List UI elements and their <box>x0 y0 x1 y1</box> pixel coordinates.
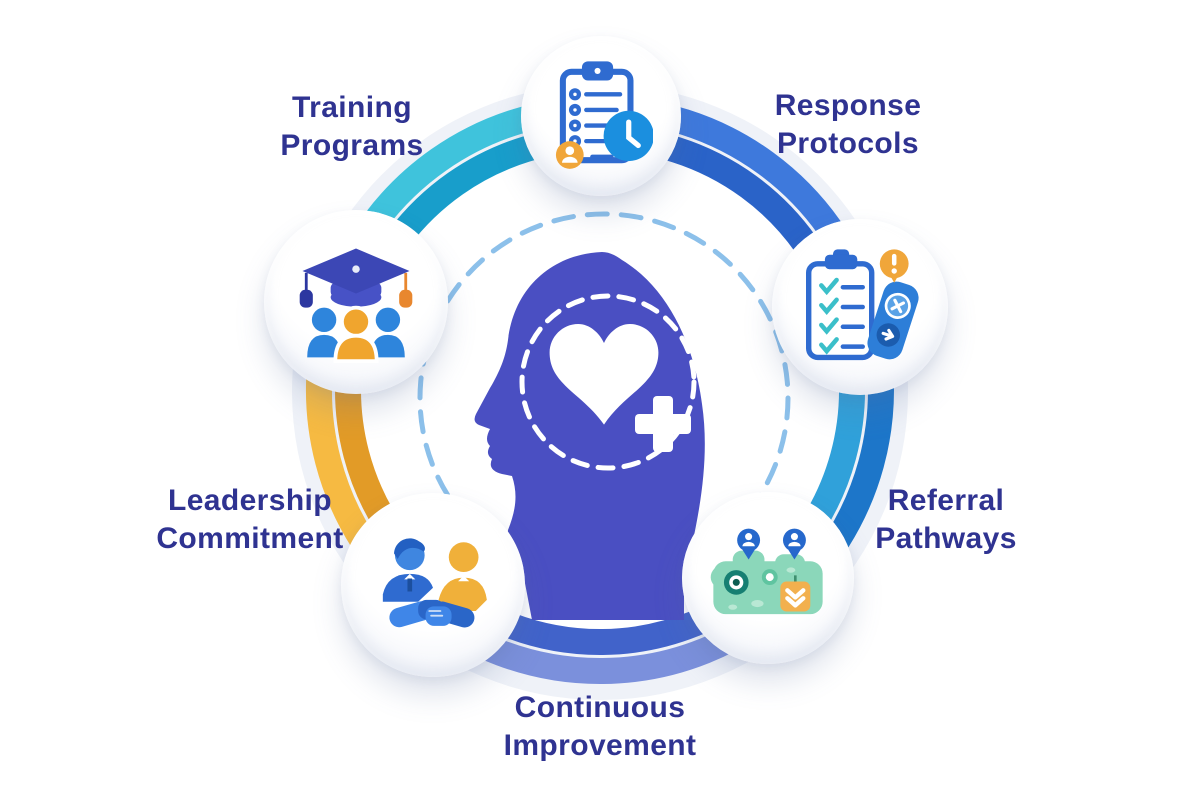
head-heart-cross-icon <box>474 252 705 620</box>
node-bottom-left <box>341 493 525 677</box>
label-line: Protocols <box>777 127 919 160</box>
checkpoint-box-icon <box>780 575 811 612</box>
map-pin-icon <box>782 528 806 560</box>
map-pins-icon <box>710 528 823 615</box>
label-line: Leadership <box>167 484 333 517</box>
phone-icon <box>867 281 919 360</box>
clasped-hands-icon <box>389 599 475 628</box>
alert-badge-icon <box>879 249 909 283</box>
label-line: Continuous <box>514 691 686 724</box>
checklist-alert-icon <box>806 249 919 361</box>
head-dashed-circle <box>519 293 697 471</box>
node-left <box>264 210 448 394</box>
label-line: Commitment <box>156 522 344 555</box>
node-bottom-right <box>682 492 854 664</box>
label-leadership-commitment: Leadership Commitment <box>156 482 343 558</box>
label-training-programs: Training Programs <box>280 89 423 165</box>
label-line: Programs <box>280 129 424 162</box>
handshake-icon <box>382 538 487 628</box>
label-line: Improvement <box>503 729 697 762</box>
heart-icon <box>549 324 659 425</box>
label-referral-pathways: Referral Pathways <box>875 482 1017 558</box>
label-continuous-improvement: Continuous Improvement <box>504 689 697 765</box>
person-right-icon <box>438 542 487 611</box>
map-pin-icon <box>737 528 761 560</box>
clipboard-clock-icon <box>555 61 653 169</box>
person-left-icon <box>382 538 433 602</box>
node-right <box>772 219 948 395</box>
label-line: Pathways <box>875 522 1017 555</box>
node-top <box>521 36 681 196</box>
label-line: Training <box>292 91 412 124</box>
graduation-people-icon <box>299 248 413 363</box>
people-group-icon <box>307 305 405 363</box>
label-line: Referral <box>887 484 1005 517</box>
label-response-protocols: Response Protocols <box>775 87 922 163</box>
label-line: Response <box>774 89 922 122</box>
medical-cross-icon <box>635 396 691 452</box>
